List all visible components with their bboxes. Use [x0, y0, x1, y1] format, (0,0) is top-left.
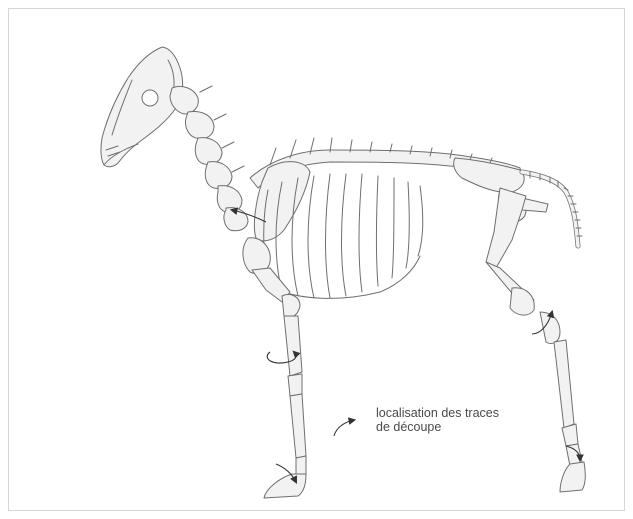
legend-line-2: de découpe: [376, 420, 499, 434]
legend-line-1: localisation des traces: [376, 406, 499, 420]
skull: [101, 47, 183, 167]
legend-caption: localisation des traces de découpe: [376, 406, 499, 434]
curved-arrow-icon: [334, 420, 354, 436]
neck-vertebrae: [170, 86, 248, 231]
front-leg: [243, 238, 306, 498]
cut-mark-arrows: [232, 210, 580, 482]
hind-leg: [486, 188, 585, 492]
